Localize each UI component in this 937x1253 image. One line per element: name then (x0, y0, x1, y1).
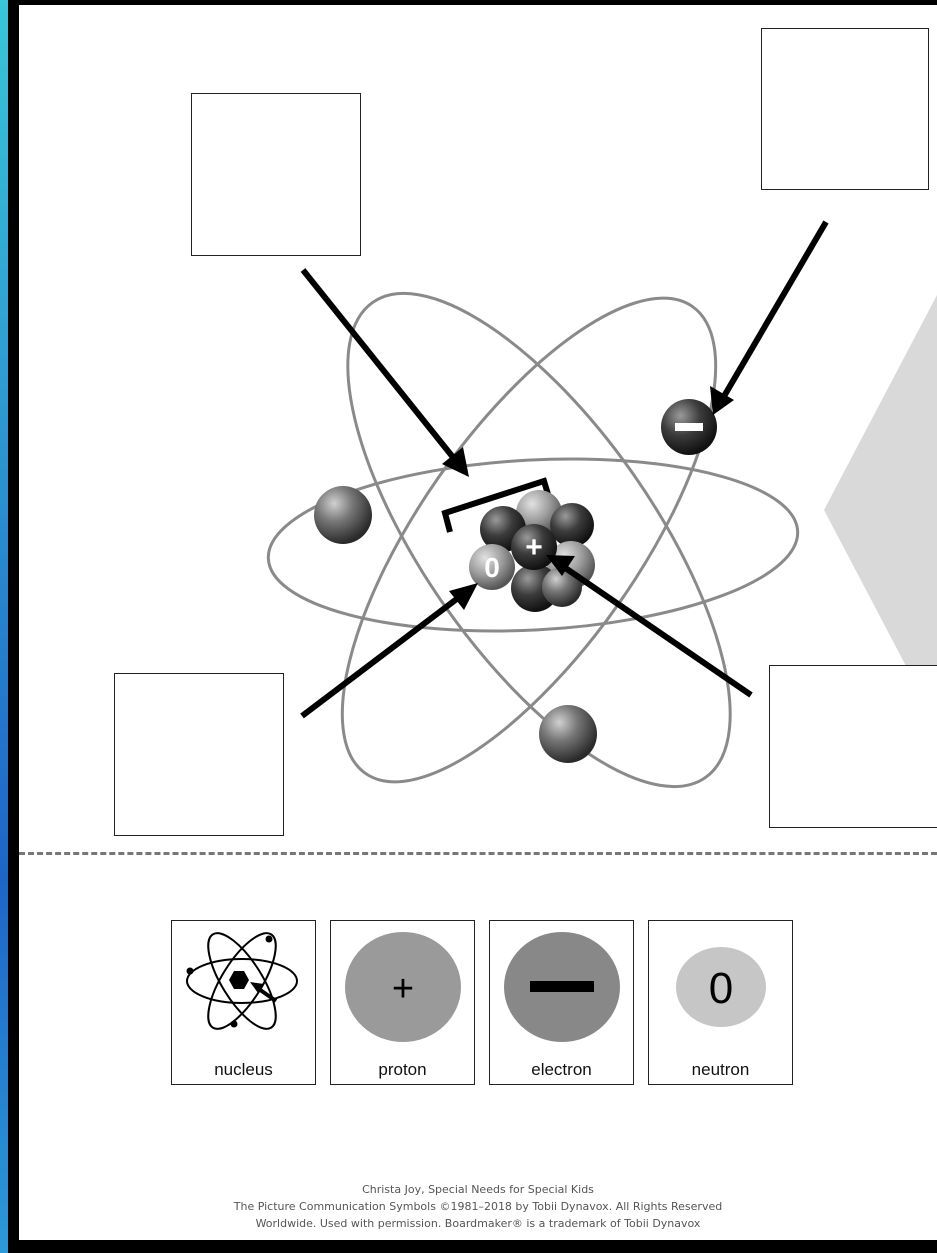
orbit-horizontal (266, 457, 800, 633)
answer-box-nucleus[interactable] (191, 93, 361, 256)
credits-line-3: Worldwide. Used with permission. Boardma… (255, 1217, 701, 1230)
worksheet: 0 + (19, 5, 937, 1240)
card-label-proton: proton (378, 1060, 427, 1079)
atom-icon (186, 932, 298, 1030)
arrows (300, 220, 829, 719)
answer-box-neutron[interactable] (114, 673, 284, 836)
electron-bottom (539, 705, 597, 763)
neutron-circle-icon: 0 (676, 947, 766, 1027)
arrow-to-proton (559, 562, 753, 698)
card-neutron[interactable]: 0 neutron (648, 920, 793, 1085)
nucleus-bracket (441, 477, 553, 533)
arrow-to-neutron (300, 592, 464, 719)
nucleus-cluster (469, 490, 595, 612)
proton-mark: + (525, 531, 543, 564)
credits-line-1: Christa Joy, Special Needs for Special K… (362, 1183, 594, 1196)
electron-left (314, 486, 372, 544)
proton-circle-icon: + (345, 932, 461, 1042)
neutron-mark: 0 (484, 552, 500, 583)
electron-circle-icon (504, 932, 620, 1042)
proton-ball (511, 524, 557, 570)
neutron-symbol: 0 (709, 964, 733, 1013)
card-electron[interactable]: electron (489, 920, 634, 1085)
card-proton[interactable]: + proton (330, 920, 475, 1085)
card-label-electron: electron (531, 1060, 592, 1079)
card-label-neutron: neutron (691, 1060, 750, 1079)
neutron-ball (469, 544, 515, 590)
proton-symbol: + (392, 968, 414, 1010)
credits: Christa Joy, Special Needs for Special K… (19, 1181, 937, 1232)
cut-line (19, 852, 937, 855)
electron-minus-sign (675, 423, 703, 431)
card-nucleus[interactable]: nucleus (171, 920, 316, 1085)
atom-diagram: 0 + (266, 220, 937, 789)
arrow-to-nucleus (300, 268, 459, 463)
answer-box-electron[interactable] (761, 28, 929, 190)
card-label-nucleus: nucleus (214, 1060, 273, 1079)
grey-chevron-shape (824, 295, 937, 725)
credits-line-2: The Picture Communication Symbols ©1981–… (233, 1200, 723, 1213)
answer-box-proton[interactable] (769, 665, 937, 828)
arrow-to-electron (720, 220, 829, 400)
